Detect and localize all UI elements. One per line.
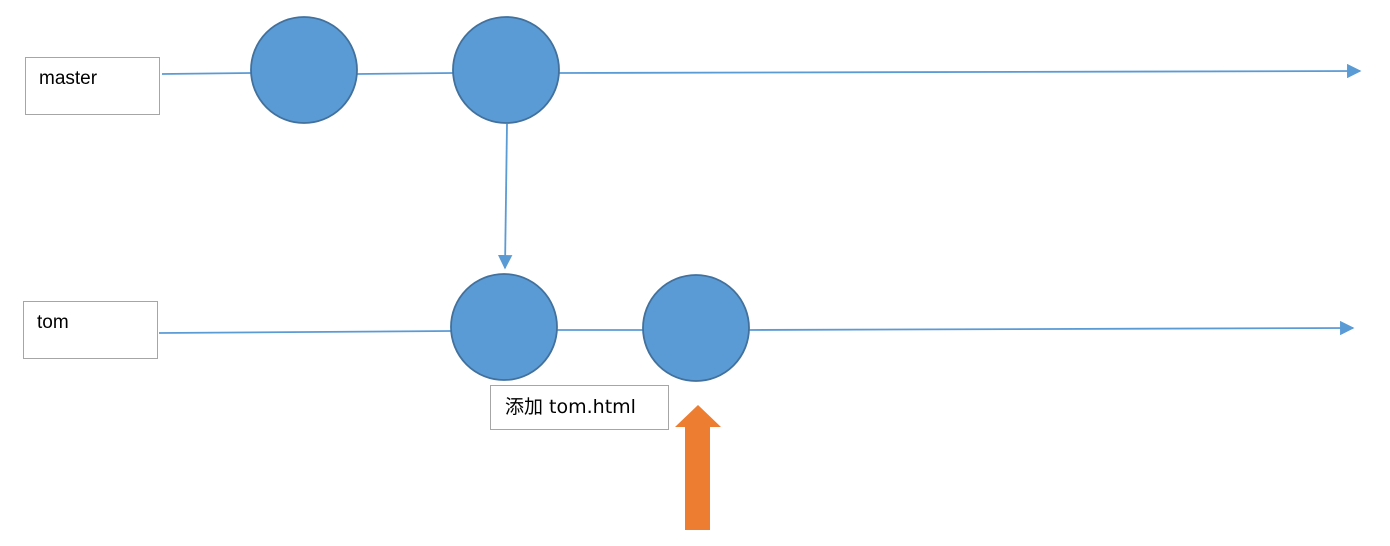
tom-line-start	[158, 330, 452, 334]
tom-line-end-arrow	[748, 320, 1355, 336]
master-line-start	[161, 72, 252, 75]
tom-commit-node-2	[642, 274, 750, 382]
master-line-end-arrow	[558, 63, 1362, 79]
tom-branch-label: tom	[23, 301, 158, 359]
master-commit-node-1	[250, 16, 358, 124]
branch-arrow	[497, 123, 513, 270]
master-branch-label: master	[25, 57, 160, 115]
commit-annotation-label: 添加 tom.html	[490, 385, 669, 430]
tom-commit-node-1	[450, 273, 558, 381]
up-arrow-icon	[675, 405, 721, 530]
master-commit-node-2	[452, 16, 560, 124]
master-line-middle	[356, 72, 454, 75]
